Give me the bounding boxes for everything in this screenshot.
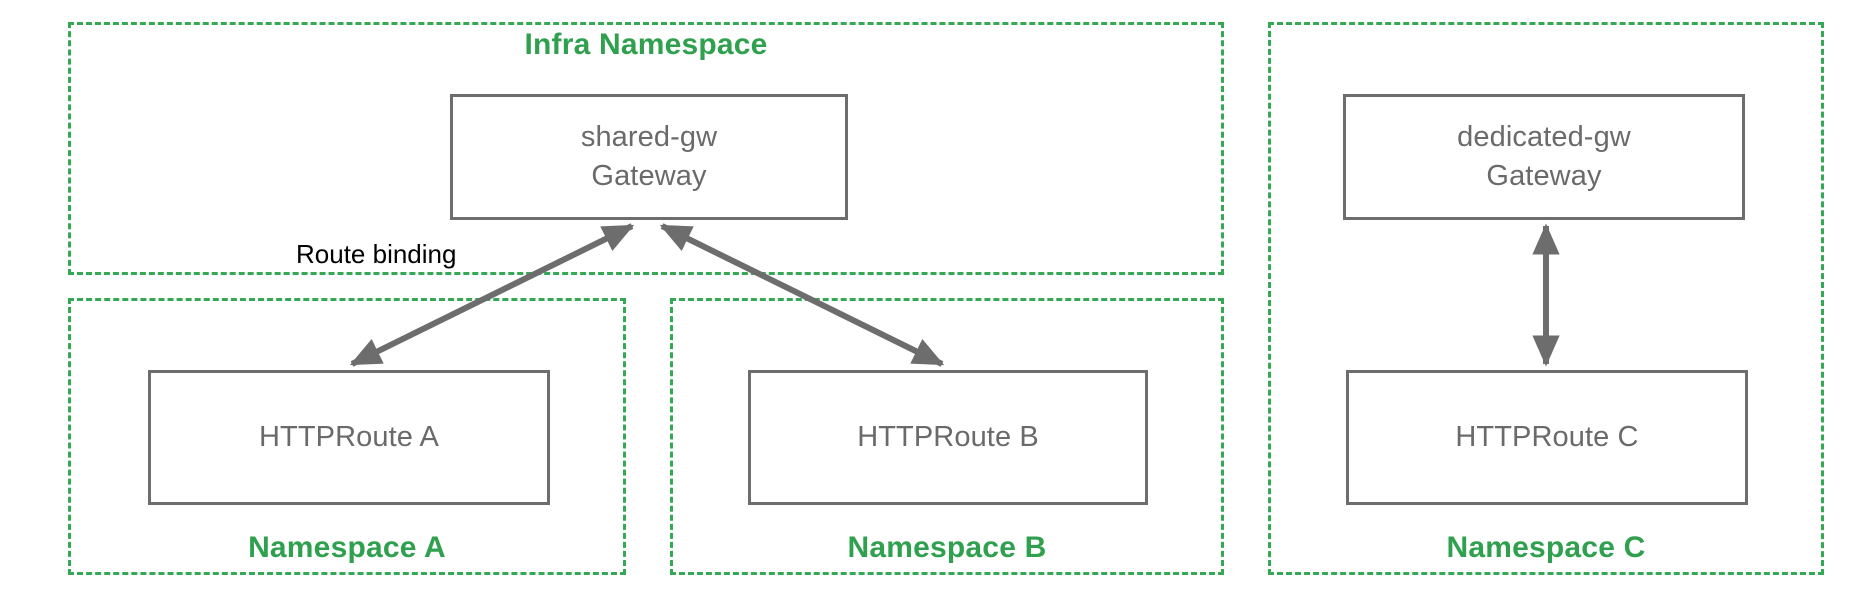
resource-label-httproute-c: HTTPRoute C — [1455, 420, 1639, 453]
namespace-title-infra: Infra Namespace — [524, 28, 768, 61]
resource-box-httproute-c[interactable]: HTTPRoute C — [1346, 370, 1748, 505]
namespace-container-infra — [68, 22, 1224, 275]
resource-box-httproute-b[interactable]: HTTPRoute B — [748, 370, 1148, 505]
resource-box-httproute-a[interactable]: HTTPRoute A — [148, 370, 550, 505]
resource-label-httproute-a: HTTPRoute A — [259, 420, 439, 453]
namespace-container-c — [1268, 22, 1824, 575]
resource-label-shared-gw: shared-gw Gateway — [580, 120, 718, 192]
resource-box-shared-gw[interactable]: shared-gw Gateway — [450, 94, 848, 220]
namespace-container-b — [670, 298, 1224, 575]
namespace-title-a: Namespace A — [248, 531, 446, 564]
namespace-container-a — [68, 298, 626, 575]
resource-label-httproute-b: HTTPRoute B — [857, 420, 1039, 453]
namespace-title-b: Namespace B — [847, 531, 1047, 564]
resource-label-dedicated-gw: dedicated-gw Gateway — [1457, 120, 1631, 192]
resource-box-dedicated-gw[interactable]: dedicated-gw Gateway — [1343, 94, 1745, 220]
namespace-title-c: Namespace C — [1446, 531, 1646, 564]
edge-label-route-binding: Route binding — [296, 239, 457, 269]
